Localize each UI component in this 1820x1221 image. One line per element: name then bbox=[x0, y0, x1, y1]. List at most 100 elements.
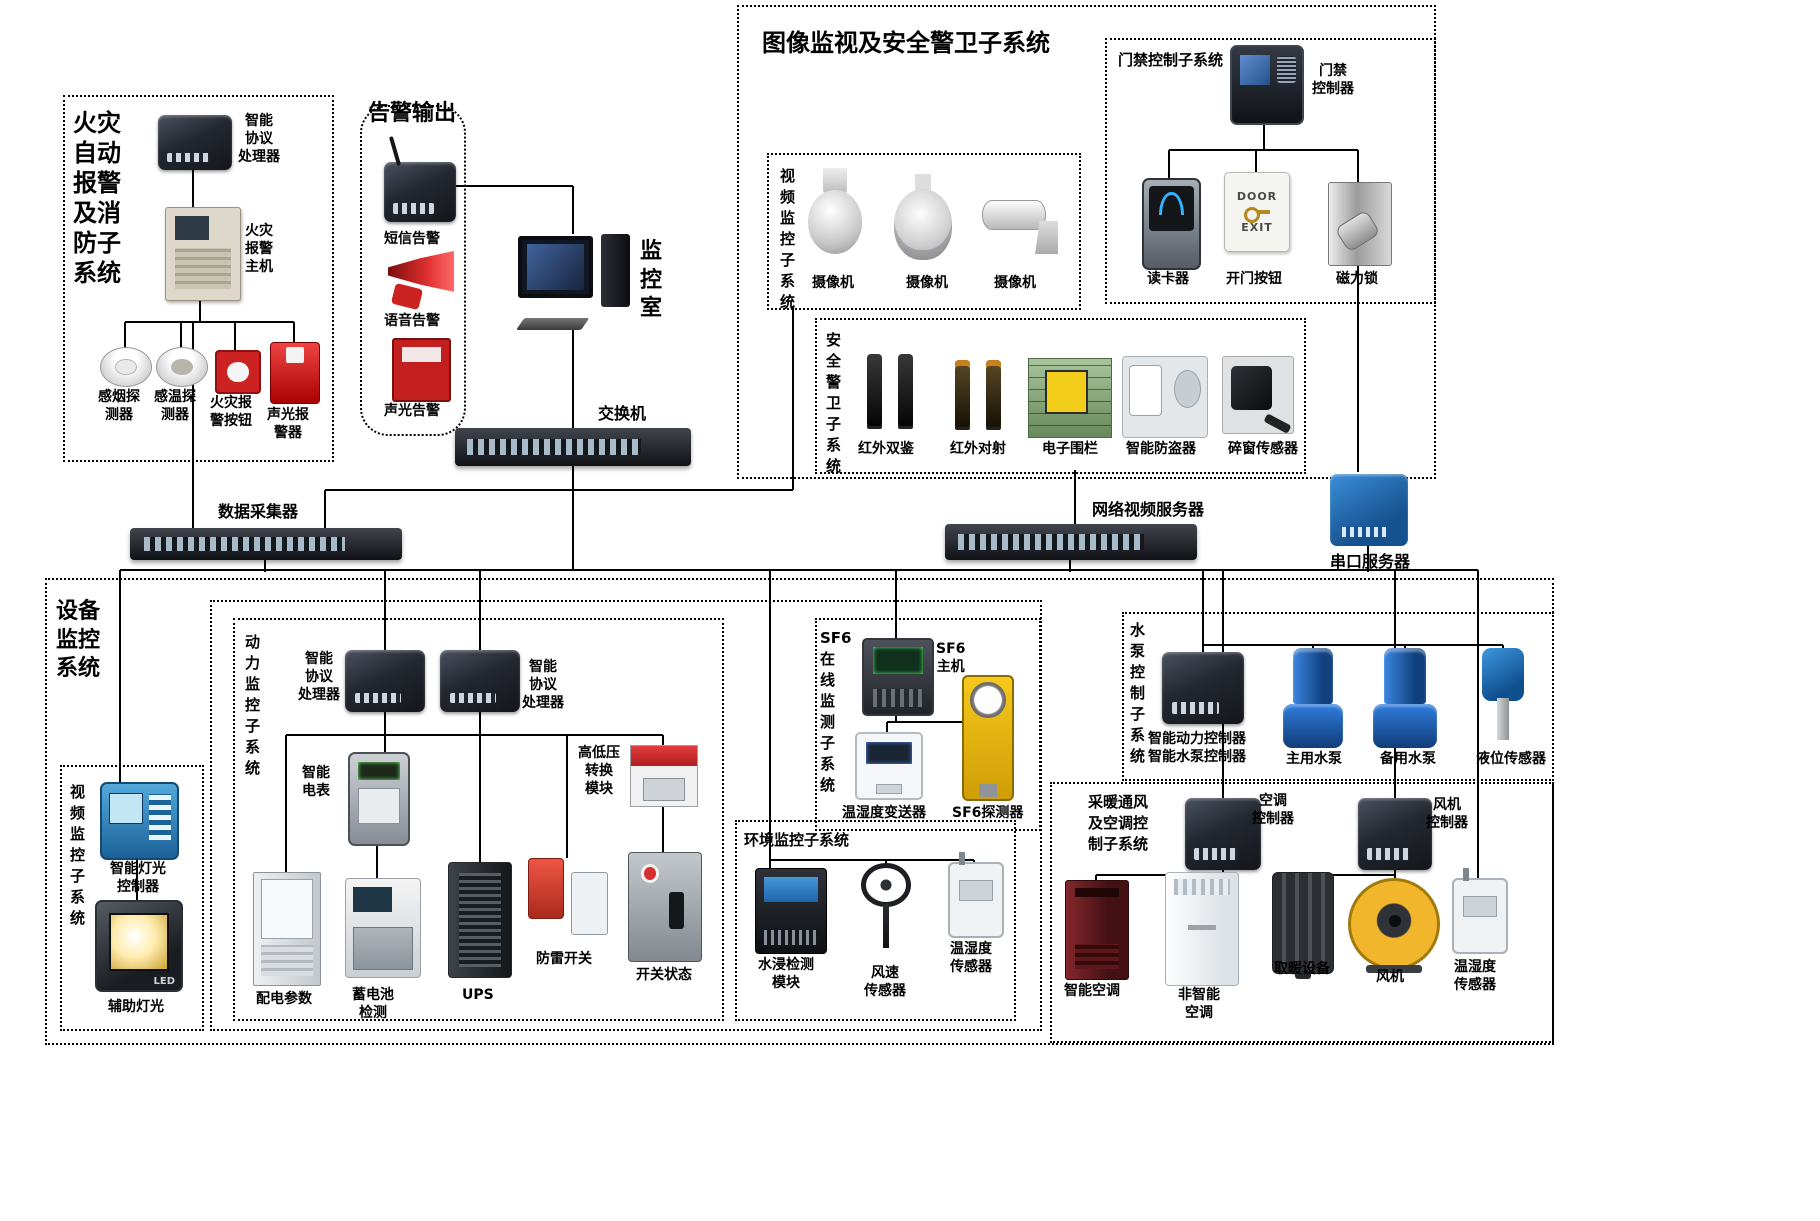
label-serial-server: 串口服务器 bbox=[1330, 552, 1411, 571]
smart-light-controller-image bbox=[100, 782, 179, 860]
label-switch-status: 开关状态 bbox=[636, 967, 692, 983]
label-sf6-detector: SF6探测器 bbox=[952, 805, 1024, 821]
ir-beam-detector-image bbox=[952, 358, 1004, 436]
label-heater: 取暖设备 bbox=[1274, 961, 1330, 977]
label-smart-light-controller: 智能灯光 控制器 bbox=[110, 861, 166, 896]
lightning-protection-switch-image bbox=[528, 858, 608, 938]
label-protocol-processor-1: 智能 协议 处理器 bbox=[298, 651, 340, 704]
battery-tester-image bbox=[345, 878, 421, 978]
water-leak-module-image bbox=[755, 868, 827, 954]
power-monitor-subsystem-box bbox=[233, 618, 724, 1021]
title-hvac-control: 采暖通风 及空调控 制子系统 bbox=[1088, 793, 1149, 853]
title-pump-control: 水 泵 控 制 子 系 统 bbox=[1130, 621, 1146, 765]
label-camera-2: 摄像机 bbox=[906, 275, 948, 291]
magnetic-lock-image bbox=[1328, 182, 1392, 266]
bullet-camera-image bbox=[982, 190, 1060, 254]
label-hv-lv-converter: 高低压 转换 模块 bbox=[578, 745, 620, 798]
data-collector-image bbox=[130, 528, 402, 560]
electronic-fence-image bbox=[1028, 358, 1112, 438]
title-monitor-room: 监 控 室 bbox=[640, 239, 663, 322]
axial-fan-image bbox=[1348, 878, 1440, 974]
label-distribution-params: 配电参数 bbox=[256, 991, 312, 1007]
computer-tower bbox=[600, 234, 630, 307]
label-ac-controller: 空调 控制器 bbox=[1252, 793, 1294, 828]
title-env-monitor: 环境监控子系统 bbox=[744, 831, 850, 849]
label-card-reader: 读卡器 bbox=[1147, 271, 1189, 287]
pump-control-subsystem-box bbox=[1122, 612, 1554, 781]
smoke-detector-image bbox=[100, 347, 152, 387]
breaker-switch-status-image bbox=[628, 852, 702, 962]
label-heat-detector: 感温探 测器 bbox=[154, 389, 196, 424]
smart-meter-image bbox=[348, 752, 410, 846]
fire-alarm-host-image bbox=[165, 207, 241, 301]
temp-humidity-sensor-2-image bbox=[1452, 868, 1508, 954]
label-sf6-host: SF6 主机 bbox=[936, 641, 966, 676]
label-smart-antitheft: 智能防盗器 bbox=[1126, 441, 1196, 457]
label-wind-sensor: 风速 传感器 bbox=[864, 965, 906, 1000]
fire-alarm-subsystem-box bbox=[63, 95, 334, 462]
title-security-guard: 安 全 警 卫 子 系 统 bbox=[826, 331, 842, 475]
level-sensor-image bbox=[1475, 648, 1531, 740]
title-video-surveillance-top: 视 频 监 控 子 系 统 bbox=[780, 167, 796, 311]
network-video-server-image bbox=[945, 524, 1197, 560]
dome-camera-image bbox=[804, 168, 866, 268]
title-fire-subsystem: 火灾 自动 报警 及消 防子 系统 bbox=[73, 109, 121, 287]
label-smoke-detector: 感烟探 测器 bbox=[98, 389, 140, 424]
title-power-monitor: 动 力 监 控 子 系 统 bbox=[245, 633, 261, 777]
smart-antitheft-image bbox=[1122, 356, 1208, 438]
label-ir-beam: 红外对射 bbox=[950, 441, 1006, 457]
label-backup-pump: 备用水泵 bbox=[1380, 751, 1436, 767]
label-th-sensor-1: 温湿度 传感器 bbox=[950, 941, 992, 976]
voice-alarm-horn-image bbox=[388, 246, 454, 308]
exit-text: EXIT bbox=[1241, 221, 1273, 234]
sound-light-output-image bbox=[392, 338, 451, 402]
label-door-button: 开门按钮 bbox=[1226, 271, 1282, 287]
title-video-monitor-bottom: 视 频 监 控 子 系 统 bbox=[70, 783, 86, 927]
label-smart-ac: 智能空调 bbox=[1064, 983, 1120, 999]
label-sms-alarm: 短信告警 bbox=[384, 231, 440, 247]
monitor-room-computer-image bbox=[515, 234, 630, 330]
pump-controller-image bbox=[1162, 652, 1244, 724]
label-aux-light: 辅助灯光 bbox=[108, 999, 164, 1015]
smart-ac-cabinet-image bbox=[1065, 880, 1129, 980]
power-protocol-processor-1-image bbox=[345, 650, 425, 712]
ups-cabinet-image bbox=[448, 862, 512, 978]
serial-server-image bbox=[1330, 474, 1408, 546]
label-voice-alarm: 语音告警 bbox=[384, 313, 440, 329]
title-image-security: 图像监视及安全警卫子系统 bbox=[762, 29, 1050, 57]
window-break-sensor-image bbox=[1222, 356, 1294, 434]
video-monitor-bottom-box bbox=[60, 765, 204, 1031]
security-guard-subsystem-box bbox=[815, 318, 1306, 474]
label-fire-alarm-button: 火灾报 警按钮 bbox=[210, 395, 252, 430]
key-icon bbox=[1244, 206, 1270, 223]
label-ir-dual: 红外双鉴 bbox=[858, 441, 914, 457]
main-pump-image bbox=[1280, 648, 1346, 748]
label-window-sensor: 碎窗传感器 bbox=[1228, 441, 1298, 457]
label-fire-protocol-processor: 智能 协议 处理器 bbox=[238, 113, 280, 166]
label-th-sensor-2: 温湿度 传感器 bbox=[1454, 959, 1496, 994]
label-camera-3: 摄像机 bbox=[994, 275, 1036, 291]
ac-controller-image bbox=[1185, 798, 1261, 870]
title-device-monitor: 设备 监控 系统 bbox=[56, 599, 101, 682]
temp-humidity-transmitter-image bbox=[855, 732, 923, 800]
plain-ac-unit-image bbox=[1165, 872, 1239, 986]
temp-humidity-sensor-1-image bbox=[948, 852, 1004, 938]
access-control-subsystem-box bbox=[1105, 38, 1436, 304]
alarm-output-box bbox=[360, 105, 466, 436]
heater-image bbox=[1272, 872, 1334, 979]
ethernet-switch-image bbox=[455, 428, 691, 466]
label-water-leak-module: 水浸检测 模块 bbox=[758, 957, 814, 992]
hv-lv-converter-image bbox=[630, 745, 698, 807]
fingerprint-access-controller-image bbox=[1230, 45, 1304, 125]
label-ethernet-switch: 交换机 bbox=[598, 404, 647, 423]
label-network-video-server: 网络视频服务器 bbox=[1092, 500, 1205, 519]
door-exit-button-image: DOOR EXIT bbox=[1224, 172, 1290, 252]
sms-alarm-device-image bbox=[384, 162, 456, 222]
label-smart-meter: 智能 电表 bbox=[302, 765, 330, 800]
label-fire-alarm-host: 火灾 报警 主机 bbox=[245, 223, 273, 276]
led-floodlight-image: LED bbox=[95, 900, 183, 992]
power-env-outer-box bbox=[210, 600, 1042, 1031]
card-reader-image bbox=[1142, 178, 1201, 270]
label-main-pump: 主用水泵 bbox=[1286, 751, 1342, 767]
label-magnetic-lock: 磁力锁 bbox=[1336, 271, 1378, 287]
